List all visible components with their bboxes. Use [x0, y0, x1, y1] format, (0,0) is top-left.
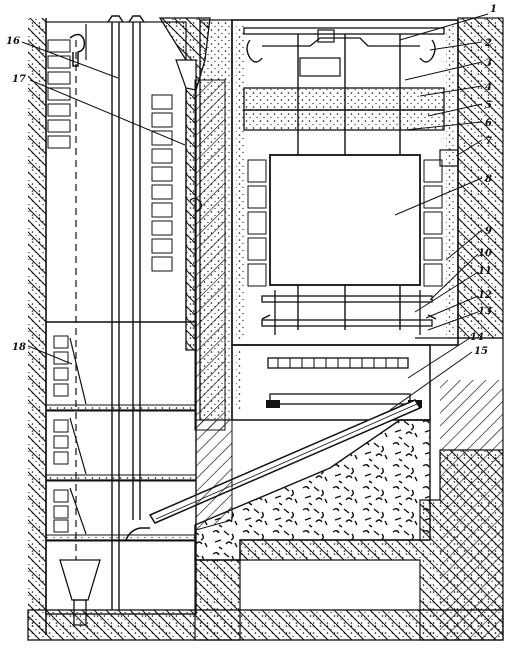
base-slab [27, 609, 504, 641]
callout-14: 14 [470, 332, 484, 343]
right-earth [239, 17, 504, 641]
leader-lines [21, 13, 489, 411]
callout-4: 4 [485, 82, 492, 93]
callout-labels: 1 2 3 4 5 6 7 8 9 10 11 12 13 14 15 16 1… [6, 4, 497, 357]
callout-12: 12 [478, 290, 492, 301]
upper-chamber [231, 19, 459, 346]
callout-11: 11 [478, 266, 492, 277]
callout-10: 10 [478, 248, 492, 259]
inclined-concrete-wall [194, 19, 233, 431]
callout-8: 8 [485, 174, 492, 185]
callout-5: 5 [485, 100, 492, 111]
callout-15: 15 [474, 346, 488, 357]
callout-16: 16 [6, 36, 20, 47]
lower-left-structure [45, 321, 197, 626]
left-outer-wall [28, 18, 47, 635]
callout-7: 7 [485, 136, 492, 147]
callout-17: 17 [12, 74, 26, 85]
callout-18: 18 [12, 342, 26, 353]
callout-9: 9 [485, 226, 492, 237]
callout-1: 1 [490, 4, 497, 15]
callout-2: 2 [484, 38, 492, 49]
callout-13: 13 [478, 306, 492, 317]
rubble-fill [194, 419, 431, 641]
callout-6: 6 [485, 118, 492, 129]
callout-3: 3 [485, 58, 492, 69]
vertical-pipes [107, 15, 145, 610]
